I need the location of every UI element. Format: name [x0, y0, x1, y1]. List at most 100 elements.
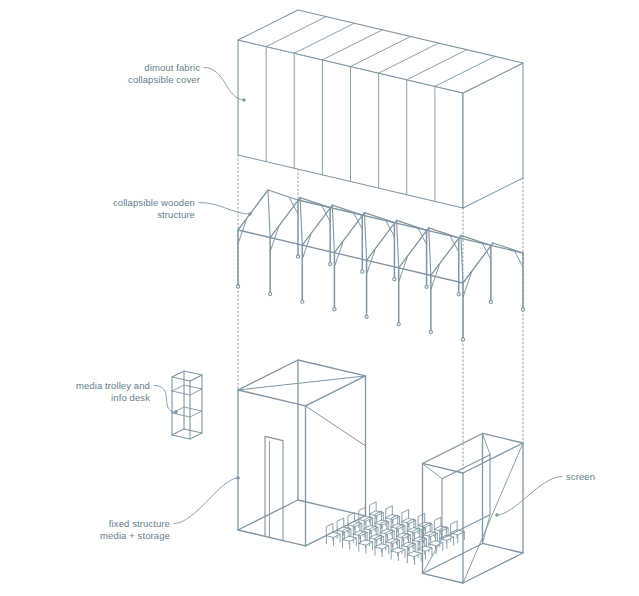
chair-back	[434, 517, 441, 529]
post-foot	[365, 315, 368, 318]
chair-leg	[388, 546, 389, 554]
chair-back	[386, 506, 393, 518]
fixed-structure-frame	[305, 406, 306, 546]
post-foot	[361, 270, 364, 273]
chair-leg	[399, 516, 400, 524]
leader-dot	[248, 212, 252, 216]
post-foot	[296, 255, 299, 258]
callout-label: dimout fabric collapsible cover	[105, 62, 200, 87]
chair-back	[413, 528, 420, 540]
trolley-shelf	[172, 407, 202, 417]
post	[297, 200, 299, 255]
chair-back	[391, 515, 398, 527]
chair-back	[380, 520, 387, 532]
knee-brace	[463, 273, 471, 297]
chair-leg	[383, 536, 384, 544]
rafter	[300, 198, 330, 208]
post-foot	[397, 323, 400, 326]
trolley-frame	[172, 371, 202, 381]
post	[394, 223, 396, 278]
chair-back	[429, 532, 436, 544]
rafter	[431, 235, 461, 275]
screen-frame	[482, 433, 483, 543]
chair-leg	[431, 548, 432, 556]
diagonal-brace	[429, 228, 431, 276]
cover-top-face	[238, 10, 523, 93]
top-brace	[238, 376, 366, 390]
leader-line	[204, 68, 244, 101]
chair-back	[407, 543, 414, 555]
chair-back	[391, 539, 398, 551]
cover-panel-seam	[378, 73, 379, 188]
chair-back	[370, 502, 377, 514]
fixed-structure-frame	[297, 360, 298, 500]
leader-dot	[495, 513, 499, 517]
rafter	[463, 243, 493, 283]
cover-panel-seam	[406, 80, 407, 195]
leader-line	[154, 386, 176, 413]
chair-leg	[377, 527, 378, 535]
screen-frame	[423, 433, 524, 473]
post-foot	[269, 292, 272, 295]
post	[458, 238, 460, 293]
post	[430, 275, 432, 330]
chair-back	[418, 537, 425, 549]
callout-label: collapsible wooden structure	[90, 197, 195, 222]
leader-line	[174, 478, 238, 524]
post	[462, 283, 464, 338]
callout-label: fixed structure media + storage	[80, 518, 170, 543]
post-foot	[457, 293, 460, 296]
post-foot	[461, 338, 464, 341]
screen-frame	[423, 543, 524, 583]
post	[362, 215, 364, 270]
chair-seat	[375, 544, 389, 549]
rafter	[270, 198, 300, 238]
chair-leg	[350, 529, 351, 537]
rafter	[399, 228, 429, 268]
chair-back	[343, 527, 350, 539]
post-foot	[236, 285, 239, 288]
post-foot	[329, 262, 332, 265]
post	[366, 260, 368, 315]
rafter	[461, 235, 491, 245]
chair-leg	[394, 531, 395, 539]
cover-panel-seam	[322, 60, 323, 175]
rafter	[367, 220, 397, 260]
trolley-frame	[171, 377, 172, 435]
cover-panel-seam	[266, 47, 267, 162]
trolley-frame	[201, 375, 202, 433]
post	[269, 238, 271, 293]
leader-line	[497, 477, 562, 516]
chair-back	[424, 523, 431, 535]
post-foot	[393, 278, 396, 281]
post	[329, 208, 331, 263]
rafter	[334, 213, 364, 253]
chair-leg	[361, 523, 362, 531]
chair-leg	[404, 526, 405, 534]
post	[426, 230, 428, 285]
rafter	[332, 205, 362, 215]
diagonal-brace	[300, 198, 302, 246]
rafter	[429, 228, 459, 238]
screen-strut	[423, 463, 443, 478]
screen-frame	[522, 443, 523, 553]
side-brace	[306, 406, 366, 446]
leader-dot	[236, 476, 240, 480]
cover-panel-seam	[435, 56, 495, 86]
post	[522, 253, 524, 308]
chair-leg	[415, 544, 416, 552]
chair-leg	[326, 536, 327, 544]
chair-leg	[448, 528, 449, 536]
chair-back	[337, 518, 344, 530]
chair-back	[402, 533, 409, 545]
trolley-frame	[189, 381, 190, 439]
alignment-dotted-line	[238, 155, 239, 390]
rafter	[268, 190, 298, 200]
chair-leg	[340, 534, 341, 542]
knee-brace	[515, 251, 523, 267]
rafter	[238, 190, 268, 230]
cover-panel-seam	[350, 67, 351, 182]
